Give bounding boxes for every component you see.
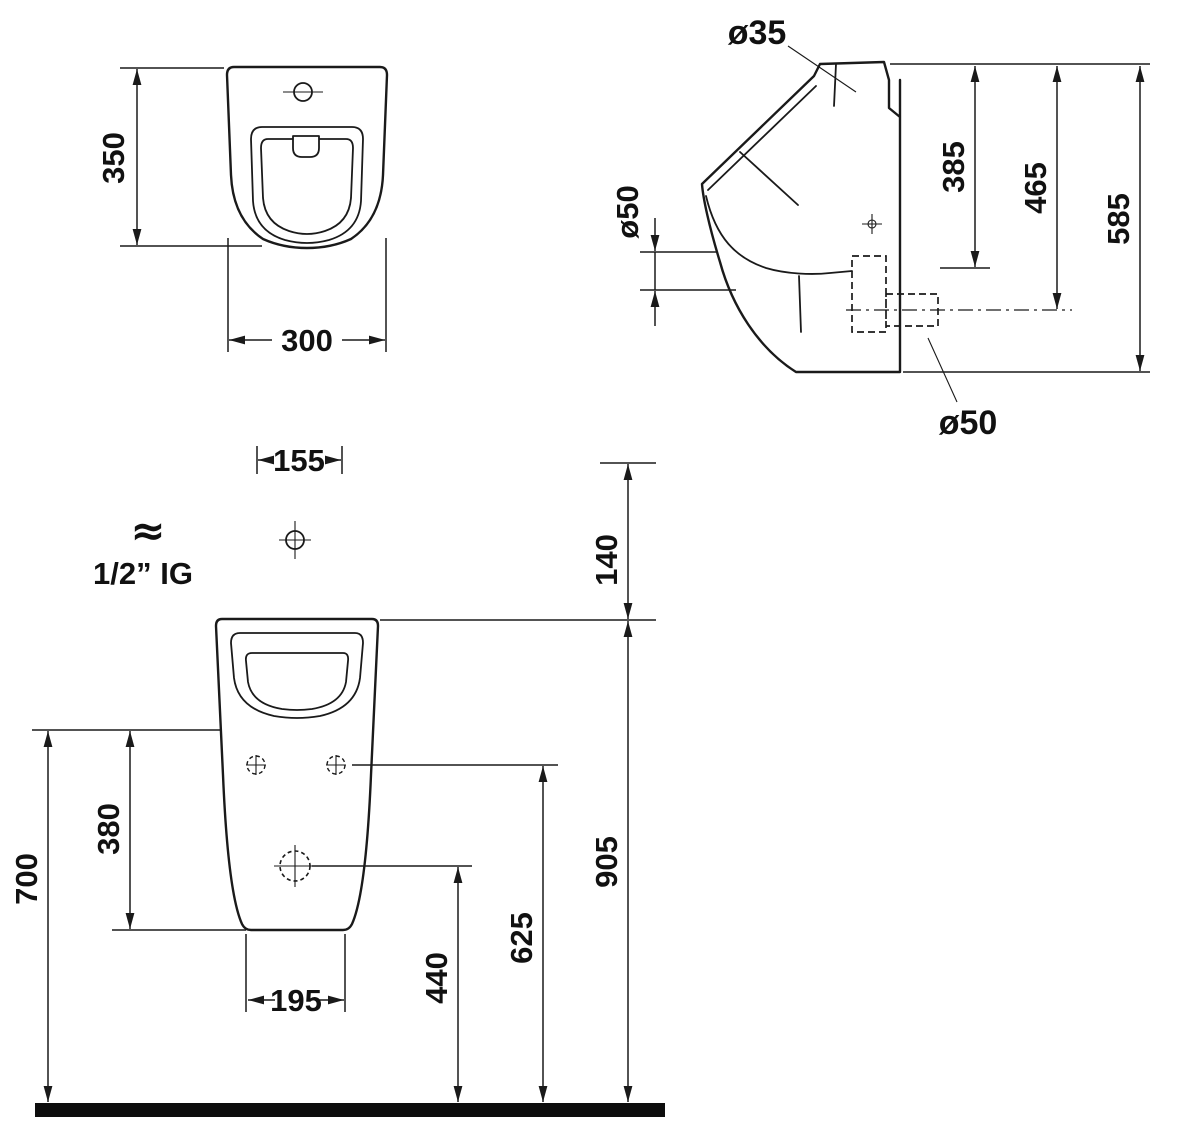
dim-585-label: 585 [1101, 193, 1136, 245]
dim-625-label: 625 [504, 912, 539, 964]
install-view-rim-outer [230, 632, 364, 719]
dim-385-label: 385 [936, 141, 971, 193]
label-inlet-top-diameter: ø35 [728, 14, 787, 52]
front-view-rim-outer [250, 126, 364, 244]
water-supply-icon: ≈ [130, 506, 165, 555]
front-view-extension-lines [120, 67, 387, 352]
install-view-outline [214, 617, 380, 932]
side-view-inner-lines [705, 63, 853, 333]
side-view: ø35 ø50 385 465 585 ø50 [610, 14, 1150, 442]
side-view-fixing-point [867, 219, 877, 229]
side-view-outline [700, 60, 902, 374]
side-view-fixing-cross [862, 214, 882, 234]
dim-700-label: 700 [9, 853, 44, 905]
dim-380-label: 380 [91, 803, 126, 855]
dim-155-label: 155 [273, 443, 325, 478]
front-view-spout [292, 135, 320, 158]
dim-440-label: 440 [419, 952, 454, 1004]
dim-465-label: 465 [1018, 162, 1053, 214]
supply-spec-label: 1/2” IG [93, 556, 193, 591]
side-view-leader-lines [787, 45, 958, 403]
install-outlet-crosshair [274, 845, 316, 887]
front-view-rim-inner [260, 138, 354, 235]
install-supply-centerlines [279, 521, 311, 559]
dim-front-height-label: 350 [96, 132, 131, 184]
install-extension-lines [32, 446, 656, 1012]
front-view-outline [225, 65, 389, 250]
install-view-rim-inner [244, 652, 350, 711]
side-view-extension-lines [640, 63, 1150, 373]
side-view-outlet-hidden [851, 255, 939, 333]
floor-line [35, 1103, 665, 1117]
label-inlet-side-diameter: ø50 [610, 185, 645, 238]
dim-140-label: 140 [589, 534, 624, 586]
dim-front-width-label: 300 [281, 323, 333, 358]
installation-view: 155 ≈ 1/2” IG 140 905 625 440 380 700 19… [9, 443, 665, 1117]
front-view: 350 300 [96, 65, 389, 358]
install-fixing-hole-crosses [246, 755, 346, 775]
dim-195-label: 195 [270, 983, 322, 1018]
dim-905-label: 905 [589, 836, 624, 888]
label-outlet-diameter: ø50 [939, 404, 998, 442]
